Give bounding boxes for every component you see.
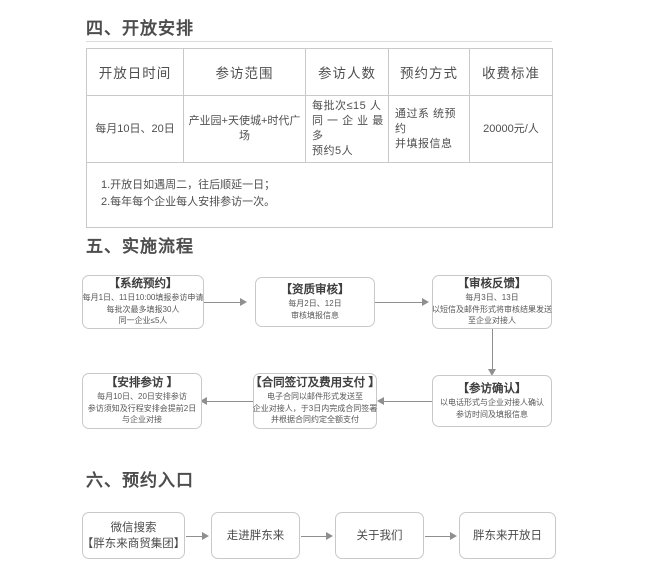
schedule-table: 开放日时间 参访范围 参访人数 预约方式 收费标准 每月10日、20日 产业园+…	[86, 48, 553, 228]
entry-step-line: 关于我们	[356, 529, 403, 542]
arrow-head-icon	[450, 532, 457, 540]
section-heading-schedule: 四、开放安排	[86, 19, 194, 38]
flow-step-line: 与企业对接	[122, 415, 162, 425]
flow-step-visit-confirmation[interactable]: 【参访确认】 以电话形式与企业对接人确认 参访时间及填报信息	[432, 375, 552, 427]
flow-step-review-feedback[interactable]: 【审核反馈】 每月3日、13日 以短信及邮件形式将审核结果发送 至企业对接人	[432, 275, 552, 329]
flow-step-line: 参访须知及行程安排会提前2日	[87, 403, 197, 413]
cell-visit-scope: 产业园+天使城+时代广场	[183, 95, 306, 163]
arrow-feedback-to-confirm	[492, 329, 493, 369]
flow-step-line: 企业对接人，于3日内完成合同签署	[252, 403, 378, 413]
capacity-line: 每批次≤15 人	[312, 100, 382, 112]
section-heading-process: 五、实施流程	[86, 237, 194, 256]
table-header-cell: 预约方式	[388, 48, 470, 96]
flow-step-line: 每月1日、11日10:00填报参访申请	[82, 293, 204, 303]
flow-step-title: 【审核反馈】	[457, 278, 527, 291]
table-header-row: 开放日时间 参访范围 参访人数 预约方式 收费标准	[86, 48, 553, 96]
capacity-line: 同 一 企 业 最 多	[312, 115, 384, 142]
flow-step-line: 同一企业≤5人	[118, 316, 168, 326]
table-header-cell: 收费标准	[469, 48, 553, 96]
table-row: 每月10日、20日 产业园+天使城+时代广场 每批次≤15 人 同 一 企 业 …	[86, 95, 553, 163]
flow-step-line: 以电话形式与企业对接人确认	[440, 398, 544, 407]
cell-visit-capacity: 每批次≤15 人 同 一 企 业 最 多 预约5人	[305, 95, 389, 163]
flow-step-line: 每月3日、13日	[465, 293, 519, 303]
note-line: 1.开放日如遇周二，往后顺延一日；	[101, 179, 276, 191]
arrow-review-to-feedback	[375, 302, 422, 303]
note-line: 2.每年每个企业每人安排参访一次。	[101, 196, 276, 208]
entry-step-line: 【胖东来商贸集团】	[81, 537, 186, 550]
flow-step-line: 每月2日、12日	[288, 299, 342, 308]
flow-step-line: 至企业对接人	[468, 316, 516, 326]
method-line: 通过系 统预约	[395, 107, 457, 135]
entry-step-line: 走进胖东来	[226, 529, 285, 542]
arrow-head-icon	[326, 532, 333, 540]
arrow-head-icon	[200, 397, 207, 405]
entry-step-about-us[interactable]: 关于我们	[335, 512, 424, 559]
cell-booking-method: 通过系 统预约 并填报信息	[388, 95, 470, 163]
flow-step-system-booking[interactable]: 【系统预约】 每月1日、11日10:00填报参访申请 每批次最多填报30人 同一…	[82, 275, 204, 329]
flow-step-qualification-review[interactable]: 【资质审核】 每月2日、12日 审核填报信息	[255, 277, 375, 327]
flow-step-title: 【系统预约】	[108, 278, 178, 291]
flow-step-title: 【合同签订及费用支付 】	[250, 377, 380, 390]
section-heading-entry: 六、预约入口	[86, 471, 194, 490]
arrow-contract-to-arrange	[207, 401, 253, 402]
arrow-head-icon	[240, 298, 247, 306]
capacity-line: 预约5人	[312, 145, 354, 157]
flow-step-arrange-visit[interactable]: 【安排参访 】 每月10日、20日安排参访 参访须知及行程安排会提前2日 与企业…	[82, 373, 202, 429]
table-header-cell: 参访范围	[183, 48, 306, 96]
flow-step-title: 【安排参访 】	[105, 377, 179, 390]
arrow-head-icon	[377, 397, 384, 405]
heading-divider-schedule	[86, 41, 552, 42]
entry-step-line: 微信搜索	[110, 521, 157, 534]
arrow-head-icon	[422, 298, 429, 306]
cell-open-date: 每月10日、20日	[86, 95, 184, 163]
arrow-head-icon	[202, 532, 209, 540]
table-header-cell: 参访人数	[305, 48, 389, 96]
flow-step-line: 每月10日、20日安排参访	[97, 392, 187, 402]
cell-fee: 20000元/人	[469, 95, 553, 163]
entry-step-enter-pangdonglai[interactable]: 走进胖东来	[211, 512, 300, 559]
arrow-confirm-to-contract	[384, 401, 432, 402]
arrow-head-icon	[488, 369, 496, 376]
table-notes: 1.开放日如遇周二，往后顺延一日； 2.每年每个企业每人安排参访一次。	[86, 162, 553, 228]
flow-step-title: 【资质审核】	[280, 284, 350, 296]
table-header-cell: 开放日时间	[86, 48, 184, 96]
entry-step-wechat-search[interactable]: 微信搜索 【胖东来商贸集团】	[82, 512, 185, 559]
method-line: 并填报信息	[395, 137, 453, 150]
table-notes-row: 1.开放日如遇周二，往后顺延一日； 2.每年每个企业每人安排参访一次。	[86, 162, 553, 228]
flow-step-line: 参访时间及填报信息	[456, 409, 528, 419]
flow-step-line: 审核填报信息	[291, 310, 339, 320]
flow-step-contract-payment[interactable]: 【合同签订及费用支付 】 电子合同以邮件形式发送至 企业对接人，于3日内完成合同…	[250, 373, 380, 429]
arrow-enter-to-about	[301, 536, 326, 537]
flow-step-line: 每批次最多填报30人	[106, 304, 180, 314]
arrow-about-to-openday	[425, 536, 450, 537]
flow-step-title: 【参访确认】	[457, 383, 527, 395]
entry-step-line: 胖东来开放日	[473, 529, 542, 542]
arrow-booking-to-review	[204, 302, 240, 303]
entry-step-open-day[interactable]: 胖东来开放日	[459, 512, 556, 559]
flow-step-line: 并根据合同约定全额支付	[271, 415, 359, 425]
flow-step-line: 电子合同以邮件形式发送至	[267, 392, 363, 402]
arrow-search-to-enter	[186, 536, 202, 537]
flow-step-line: 以短信及邮件形式将审核结果发送	[432, 304, 552, 314]
